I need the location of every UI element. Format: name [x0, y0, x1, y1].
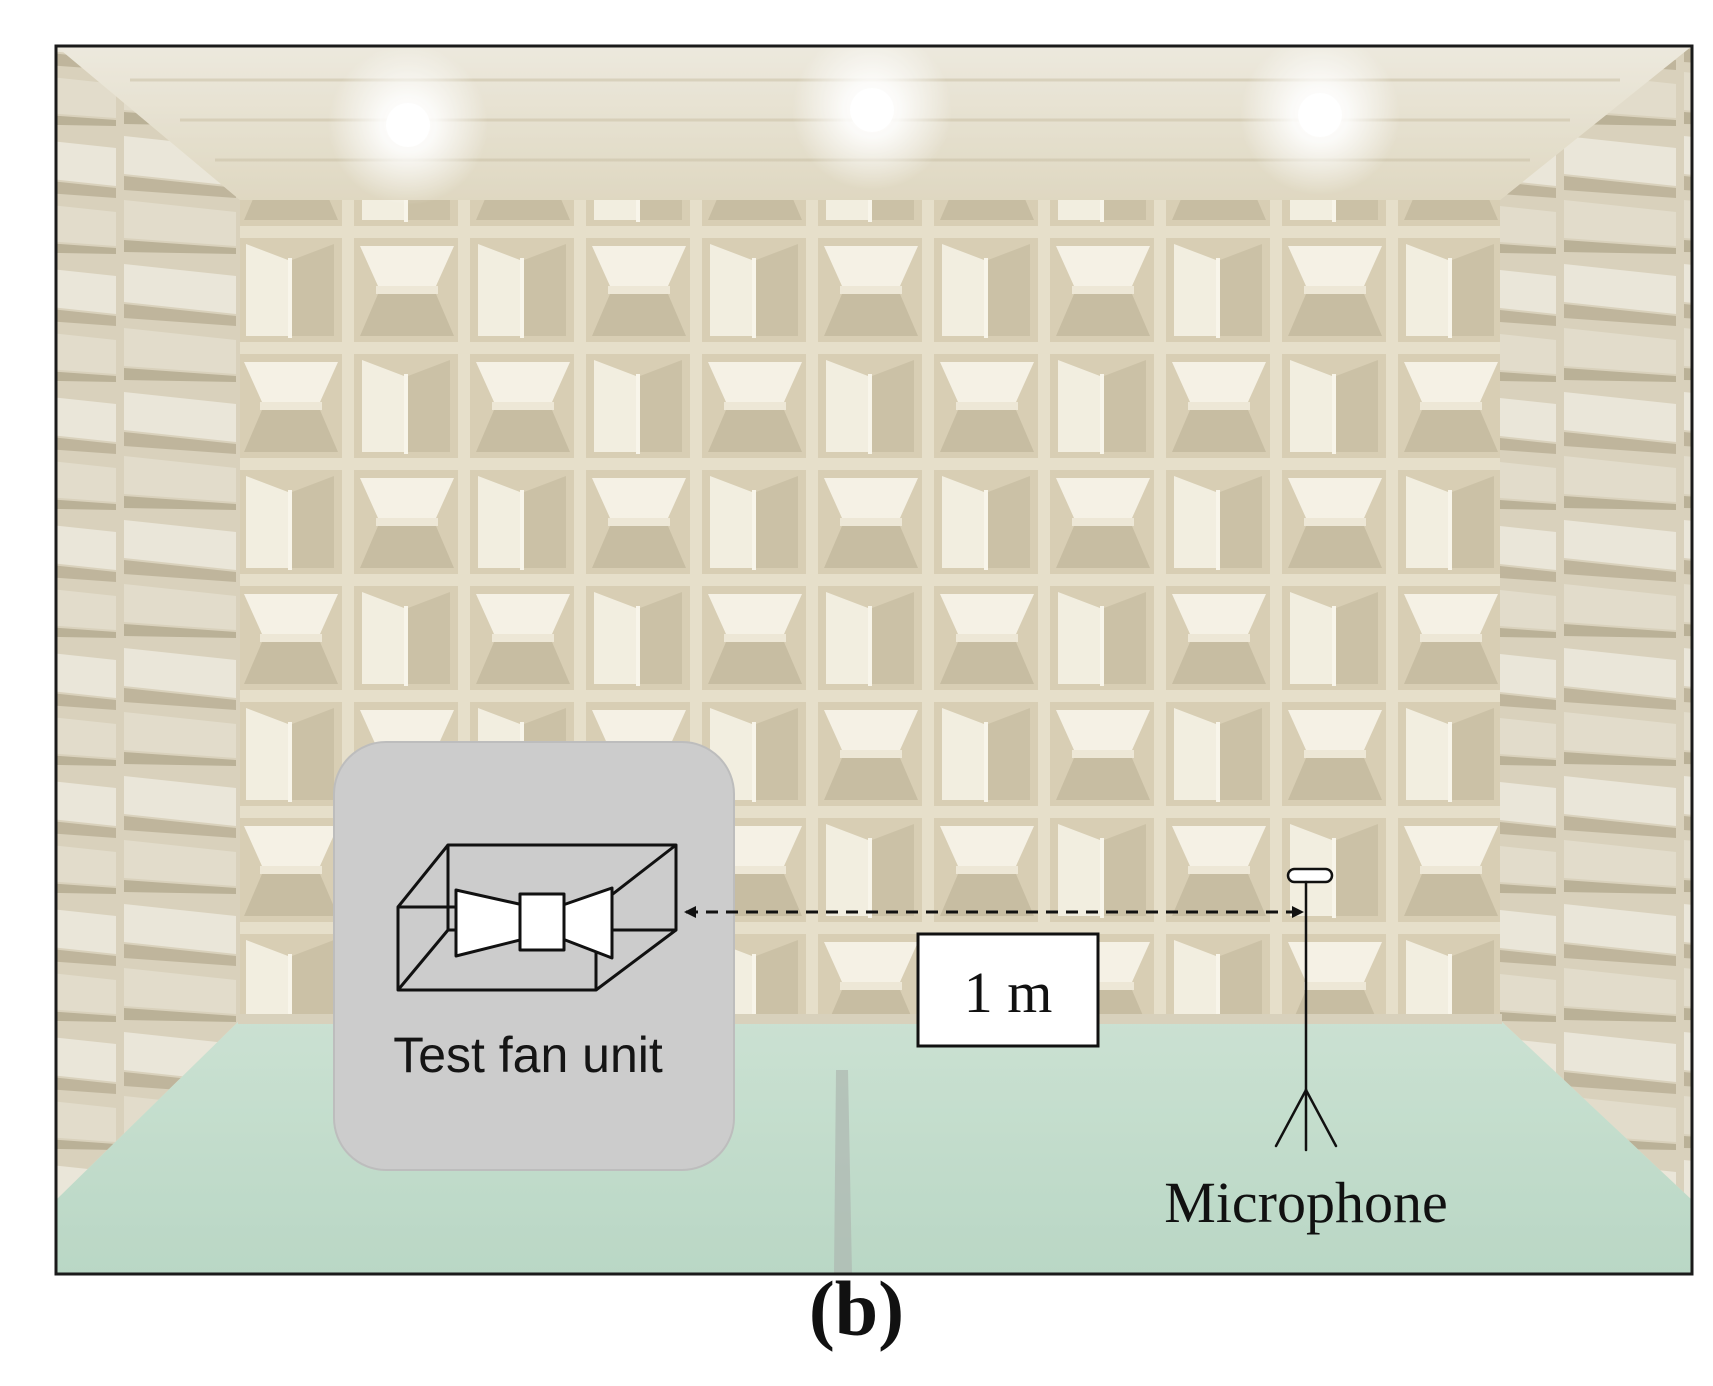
test-fan-unit-panel: Test fan unit [333, 741, 735, 1171]
distance-label: 1 m [964, 960, 1053, 1025]
ceiling-light-icon [328, 46, 1400, 205]
left-wall [56, 46, 240, 1200]
right-wall [1500, 46, 1692, 1200]
microphone-tripod-icon [1274, 867, 1338, 1152]
device-label: Test fan unit [393, 1027, 663, 1083]
panel-label: (b) [808, 1265, 905, 1352]
microphone-label: Microphone [1164, 1170, 1448, 1235]
distance-label-box: 1 m [916, 932, 1100, 1048]
chamber-photo [56, 46, 1692, 1274]
figure-frame [54, 44, 1694, 1276]
fan-unit-wireframe-icon [396, 843, 678, 992]
